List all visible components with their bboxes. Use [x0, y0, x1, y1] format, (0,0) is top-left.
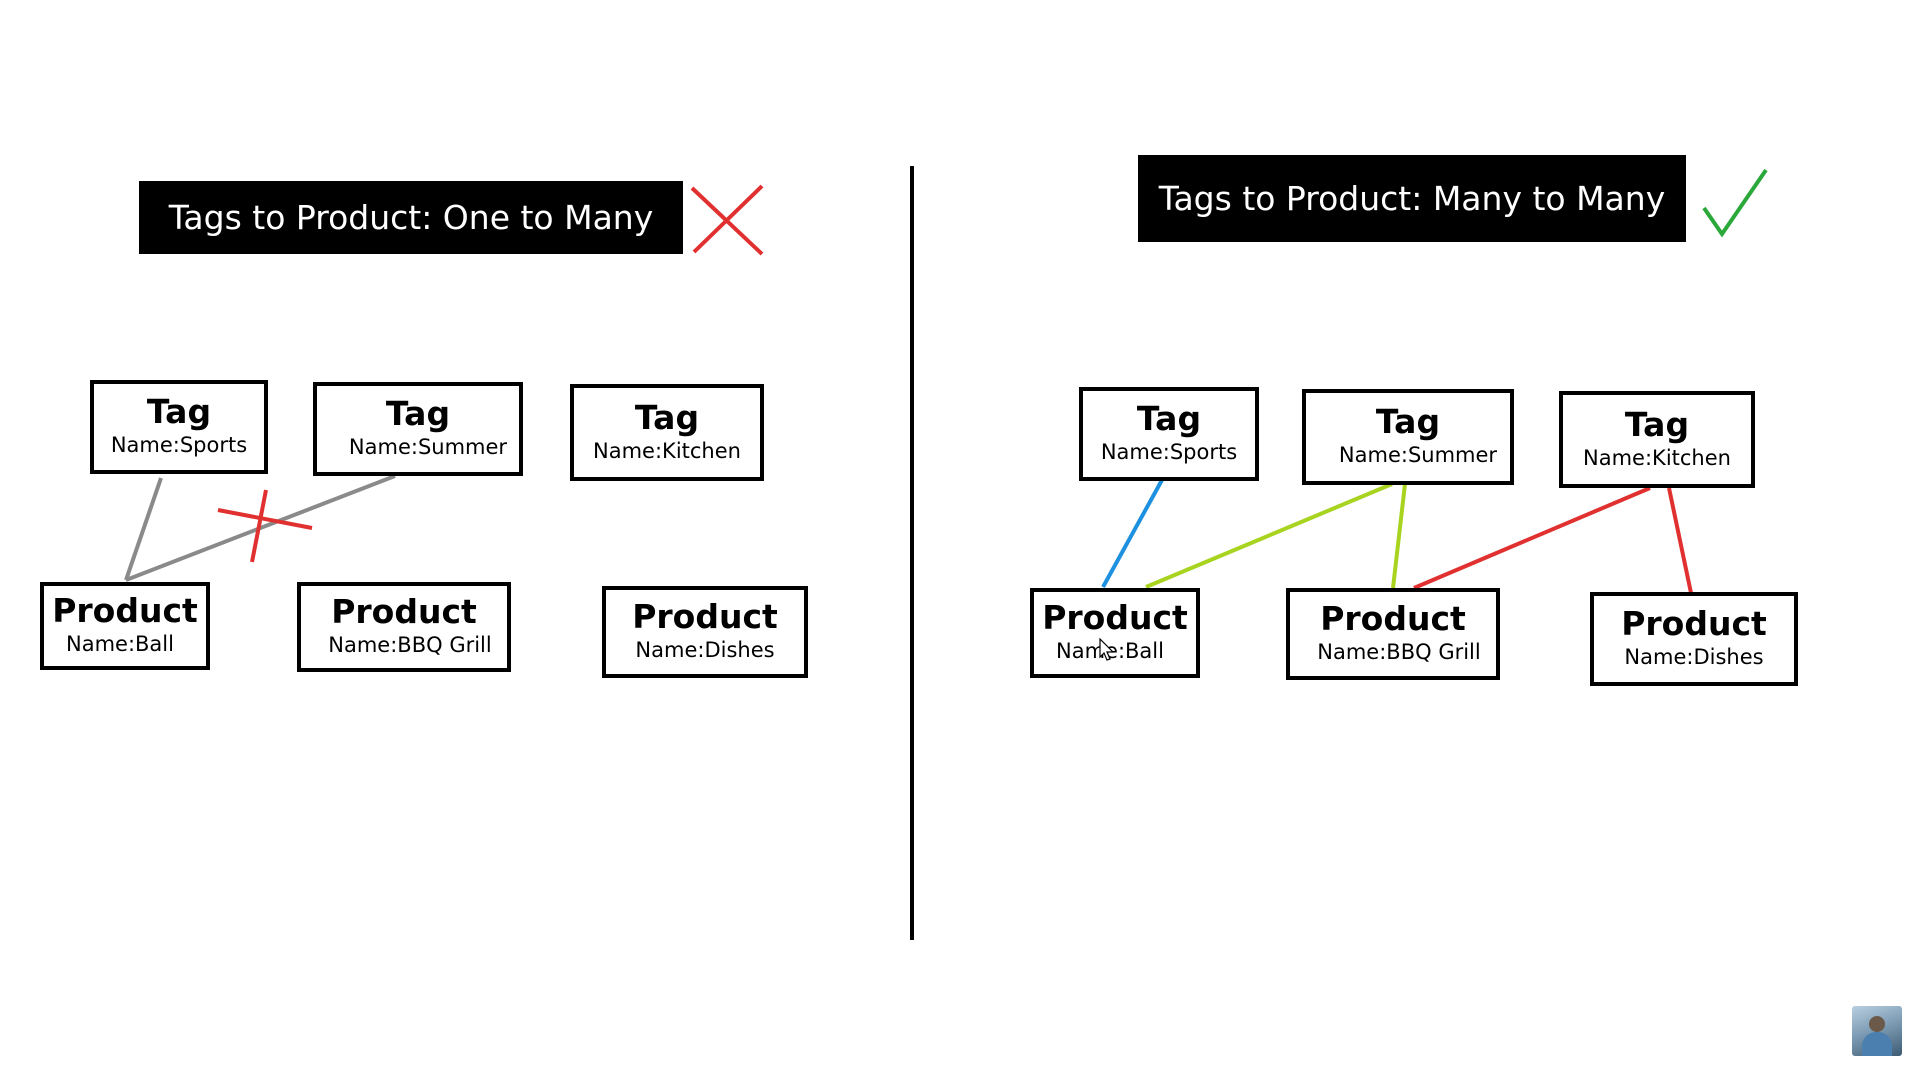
left-product-dishes: Product Name:Dishes [602, 586, 808, 678]
left-crossout-stroke-1 [217, 508, 313, 530]
left-crossout-stroke-2 [250, 489, 268, 563]
right-product-ball: Product Name:Ball [1030, 588, 1200, 678]
right-tag-summer: Tag Name:Summer [1302, 389, 1514, 485]
mouse-cursor-icon [1099, 638, 1115, 661]
left-tag-sports: Tag Name:Sports [90, 380, 268, 474]
right-link-summer-ball [1145, 482, 1393, 589]
tag-name: Name:Summer [348, 435, 508, 459]
left-banner-text: Tags to Product: One to Many [168, 198, 654, 237]
left-product-bbq-grill: Product Name:BBQ Grill [297, 582, 511, 672]
presenter-avatar [1852, 1006, 1902, 1056]
tag-title: Tag [1375, 402, 1441, 441]
product-title: Product [632, 597, 778, 636]
tag-name: Name:Kitchen [1583, 445, 1731, 470]
left-tag-summer: Tag Name:Summer [313, 382, 523, 476]
left-link-sports-ball [124, 477, 163, 581]
green-check-icon [1702, 168, 1768, 238]
right-link-sports-ball [1101, 479, 1164, 588]
panel-divider [910, 166, 914, 940]
product-name: Name:BBQ Grill [1317, 640, 1481, 664]
tag-title: Tag [146, 392, 212, 431]
right-link-kitchen-bbq [1413, 486, 1651, 590]
red-x-icon [690, 184, 764, 256]
tag-title: Tag [634, 397, 700, 437]
tag-name: Name:Sports [110, 433, 248, 457]
right-tag-sports: Tag Name:Sports [1079, 387, 1259, 481]
right-tag-kitchen: Tag Name:Kitchen [1559, 391, 1755, 488]
right-product-dishes: Product Name:Dishes [1590, 592, 1798, 686]
tag-name: Name:Summer [1338, 443, 1498, 467]
left-banner: Tags to Product: One to Many [139, 181, 683, 254]
tag-title: Tag [385, 394, 451, 433]
product-title: Product [1042, 598, 1188, 637]
tag-title: Tag [1624, 404, 1690, 444]
product-name: Name:Ball [66, 632, 174, 656]
right-banner-text: Tags to Product: Many to Many [1158, 179, 1666, 218]
left-link-summer-ball [125, 474, 396, 582]
right-product-bbq-grill: Product Name:BBQ Grill [1286, 588, 1500, 680]
product-name: Name:BBQ Grill [328, 633, 492, 657]
product-title: Product [331, 592, 477, 631]
product-name: Name:Dishes [635, 638, 775, 662]
left-tag-kitchen: Tag Name:Kitchen [570, 384, 764, 481]
product-title: Product [52, 591, 198, 630]
tag-name: Name:Sports [1100, 440, 1238, 464]
tag-title: Tag [1136, 399, 1202, 438]
right-link-summer-bbq [1391, 483, 1407, 589]
product-title: Product [1320, 599, 1466, 638]
right-link-kitchen-dishes [1667, 487, 1693, 594]
left-product-ball: Product Name:Ball [40, 582, 210, 670]
right-banner: Tags to Product: Many to Many [1138, 155, 1686, 242]
product-name: Name:Dishes [1624, 645, 1764, 669]
tag-name: Name:Kitchen [593, 438, 741, 463]
product-title: Product [1621, 604, 1767, 643]
